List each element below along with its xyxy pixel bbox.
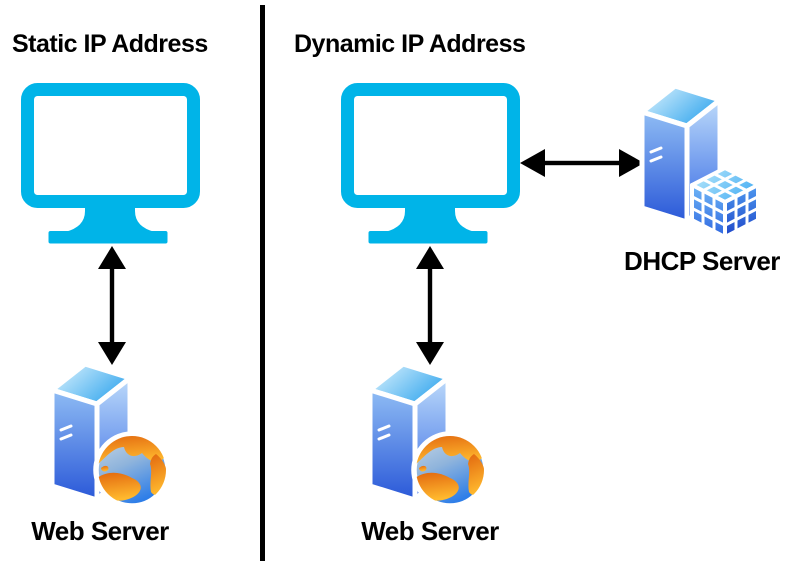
monitor-icon	[21, 83, 200, 244]
web-server-icon	[367, 361, 489, 509]
web-server-label: Web Server	[361, 516, 499, 546]
dhcp-server-icon	[639, 83, 760, 239]
web-server-icon	[49, 361, 171, 509]
dynamic-panel-title: Dynamic IP Address	[294, 30, 526, 58]
horizontal-double-arrow-icon	[520, 149, 644, 177]
vertical-double-arrow-icon	[416, 246, 444, 365]
dhcp-server-label: DHCP Server	[624, 246, 780, 276]
vertical-double-arrow-icon	[98, 246, 126, 365]
static-panel-title: Static IP Address	[12, 30, 208, 58]
monitor-icon	[341, 83, 520, 244]
web-server-label: Web Server	[31, 516, 169, 546]
panel-divider-line	[260, 5, 265, 561]
